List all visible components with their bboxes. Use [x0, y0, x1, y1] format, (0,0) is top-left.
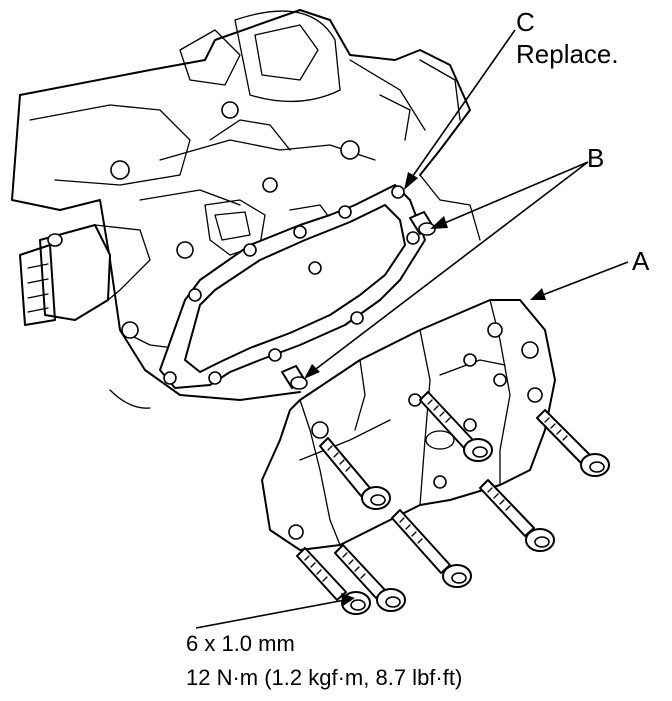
bolt — [334, 544, 406, 612]
callout-c-letter: C — [516, 7, 535, 37]
callout-c-note: Replace. — [516, 39, 619, 69]
bolt — [536, 409, 610, 477]
dowel-pin-upper — [409, 211, 436, 236]
bolt — [479, 479, 555, 552]
callout-b-letter: B — [587, 143, 605, 173]
bolt — [419, 391, 493, 462]
leader-line-b — [304, 161, 589, 379]
cover-bolts — [296, 391, 610, 615]
leader-line-c — [404, 29, 516, 190]
leader-line-a — [530, 261, 629, 300]
torque-spec: 12 N·m (1.2 kgf·m, 8.7 lbf·ft) — [186, 665, 463, 690]
gasket-c — [159, 184, 426, 389]
bolt-size-spec: 6 x 1.0 mm — [186, 631, 295, 656]
leader-line-bolt-spec — [195, 593, 355, 629]
bolt — [296, 547, 371, 615]
bolt — [391, 509, 472, 588]
dowel-pin-lower — [281, 365, 308, 390]
sensor-connector — [19, 224, 151, 326]
bolt — [319, 437, 391, 510]
callout-a-letter: A — [632, 246, 650, 276]
